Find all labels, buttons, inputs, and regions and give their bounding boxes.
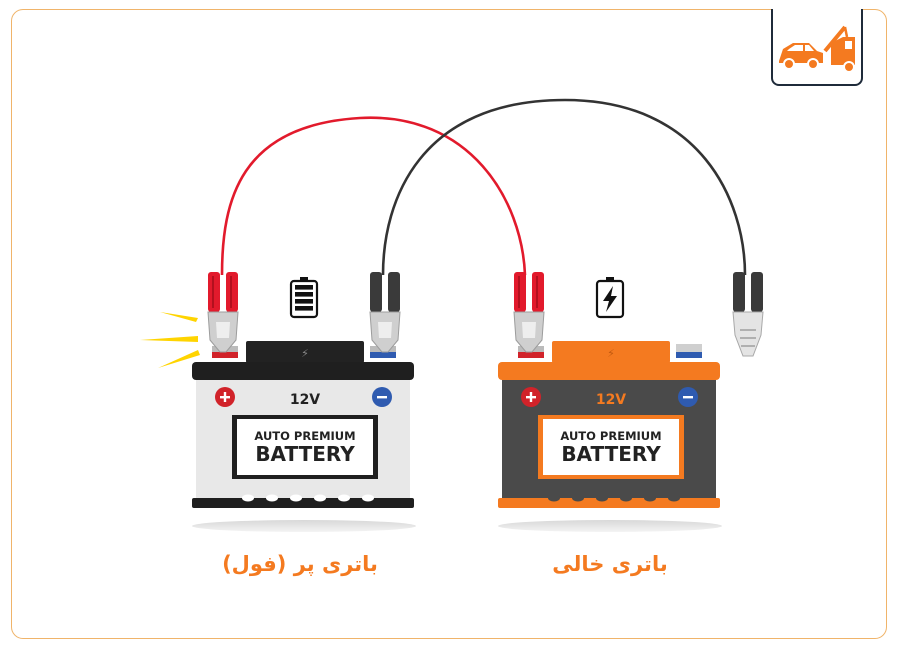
svg-text:⚡: ⚡ (607, 347, 615, 360)
tow-truck-icon (777, 25, 857, 74)
svg-text:⚡: ⚡ (301, 347, 309, 360)
red-cable (220, 116, 527, 276)
full-battery-caption: باتری پر (فول) (222, 552, 378, 576)
battery-full-icon (289, 277, 319, 319)
spark-icon (140, 312, 200, 368)
red-clamp (207, 272, 239, 353)
black-clamp (369, 272, 401, 353)
battery-shadow (192, 520, 416, 532)
brand-label (543, 419, 679, 475)
black-cable (381, 98, 747, 276)
brand-line-1: AUTO PREMIUM (254, 429, 355, 443)
voltage-label: 12V (290, 392, 320, 408)
brand-logo (771, 9, 863, 86)
brand-label (237, 419, 373, 475)
battery-lid (498, 362, 720, 380)
brand-line-2: BATTERY (255, 442, 355, 466)
red-clamp (513, 272, 545, 353)
card-frame (11, 9, 887, 639)
empty-battery-caption: باتری خالی (552, 552, 668, 576)
brand-line-1: AUTO PREMIUM (560, 429, 661, 443)
battery-lid (192, 362, 414, 380)
brand-line-2: BATTERY (561, 442, 661, 466)
full-battery: ⚡ 12V AUTO PREMIUM BATTERY (192, 341, 416, 532)
voltage-label: 12V (596, 392, 626, 408)
battery-top-cap (552, 341, 670, 363)
battery-shadow (498, 520, 722, 532)
battery-charging-icon (595, 277, 625, 319)
battery-top-cap (246, 341, 364, 363)
empty-battery: ⚡ 12V AUTO PREMIUM BATTERY (498, 341, 722, 532)
black-clamp (732, 272, 764, 357)
